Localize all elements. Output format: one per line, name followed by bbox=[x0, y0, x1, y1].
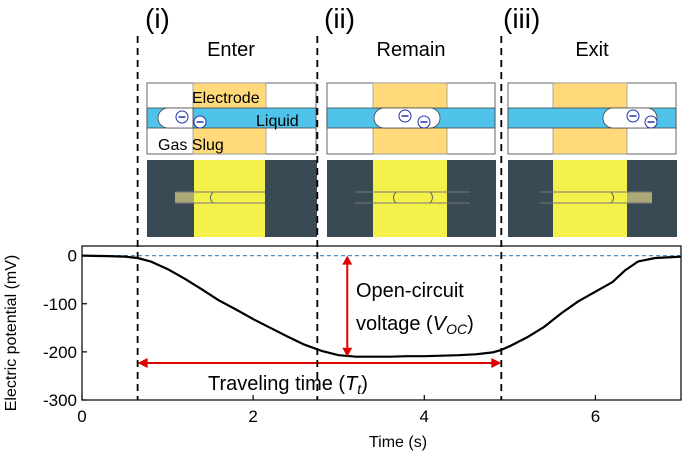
y-tick-label: 0 bbox=[68, 247, 77, 266]
photo-exit bbox=[508, 160, 677, 237]
gas-slug-label: Gas Slug bbox=[158, 137, 224, 154]
y-tick-label: -300 bbox=[43, 391, 77, 410]
x-tick-label: 4 bbox=[420, 407, 429, 426]
panel-title-2: Remain bbox=[377, 39, 446, 61]
x-tick-label: 2 bbox=[248, 407, 257, 426]
panel-numeral-2: (ii) bbox=[324, 3, 355, 34]
panel-title-1: Enter bbox=[207, 39, 255, 61]
x-tick-label: 0 bbox=[77, 407, 86, 426]
charge-icon bbox=[417, 115, 431, 129]
panel-numeral-3: (iii) bbox=[503, 3, 540, 34]
electrode-label: Electrode bbox=[192, 90, 260, 107]
y-axis-label: Electric potential (mV) bbox=[3, 255, 20, 412]
charge-icon bbox=[398, 109, 412, 123]
panel-headers: (i) (ii) (iii) Enter Remain Exit bbox=[145, 3, 609, 61]
charge-icon bbox=[193, 115, 207, 129]
chart: 0 2 4 6 0 -100 -200 -300 Electric potential (mV… bbox=[3, 245, 682, 451]
charge-icon bbox=[175, 110, 189, 124]
tt-arrow-head-right bbox=[491, 357, 502, 368]
charge-icon bbox=[626, 109, 640, 123]
schematic-remain bbox=[326, 82, 496, 155]
voc-label-line1: Open-circuit bbox=[356, 280, 464, 302]
panel-numeral-1: (i) bbox=[145, 3, 170, 34]
tt-arrow-head-left bbox=[137, 357, 148, 368]
voc-label-line2: voltage (VOC) bbox=[356, 313, 474, 337]
schematic-exit bbox=[507, 82, 677, 155]
liquid-label: Liquid bbox=[256, 113, 299, 130]
voc-arrow-head-top bbox=[342, 255, 353, 265]
y-tick-label: -100 bbox=[43, 295, 77, 314]
tt-label: Traveling time (Tt) bbox=[208, 373, 368, 397]
panel-title-3: Exit bbox=[575, 39, 609, 61]
plot-frame bbox=[81, 245, 682, 401]
photo-remain bbox=[327, 160, 496, 237]
voc-arrow-head-bottom bbox=[342, 347, 353, 357]
series-line bbox=[81, 254, 682, 358]
x-tick-label: 6 bbox=[591, 407, 600, 426]
photo-enter bbox=[147, 160, 317, 237]
y-tick-label: -200 bbox=[43, 343, 77, 362]
schematic-enter: Electrode Liquid Gas Slug bbox=[146, 82, 317, 155]
x-axis-label: Time (s) bbox=[369, 434, 427, 451]
charge-icon bbox=[644, 115, 658, 129]
event-lines bbox=[136, 36, 503, 400]
